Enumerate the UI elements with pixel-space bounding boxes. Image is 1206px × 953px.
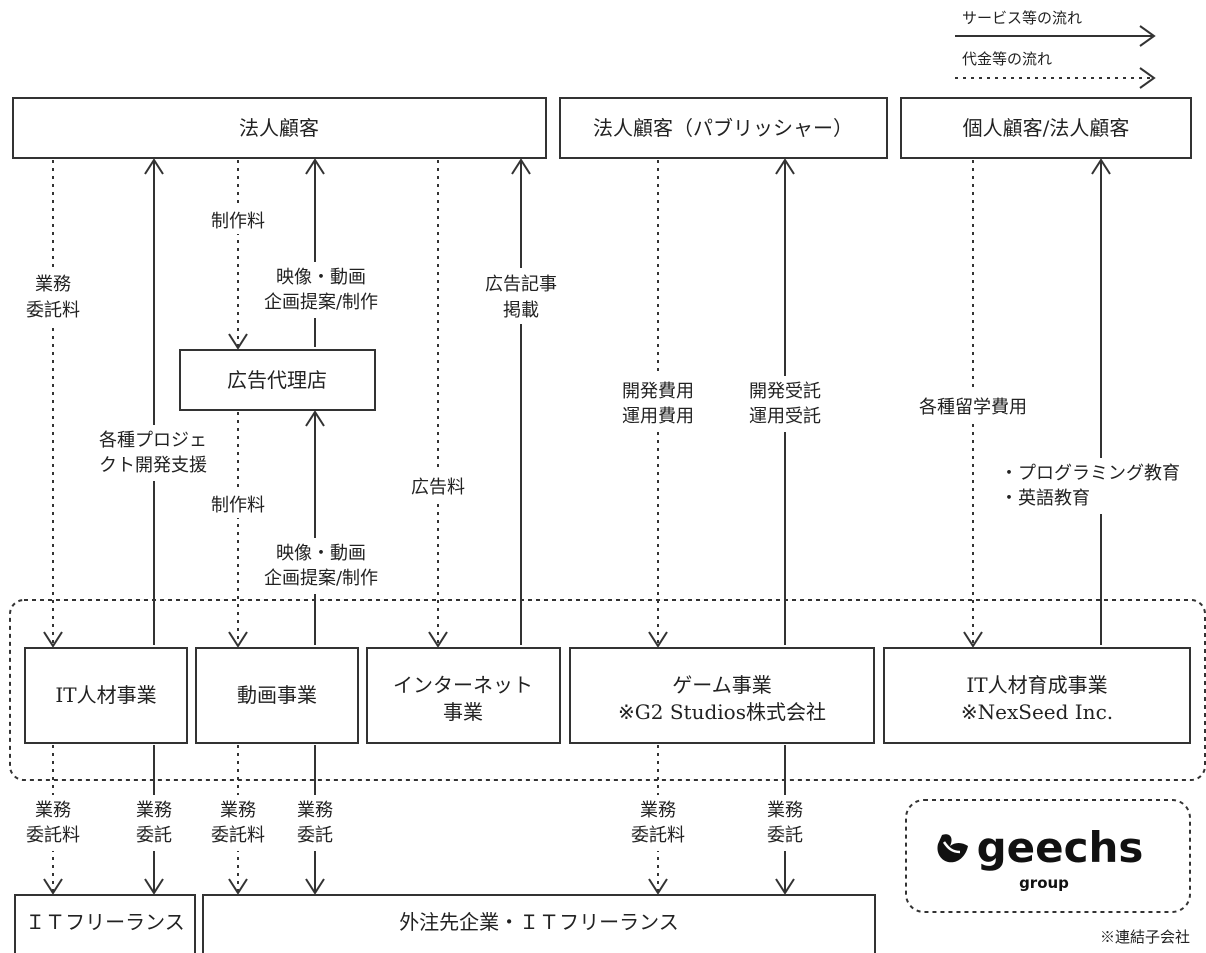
outsource-partners-label: 外注先企業・ＩＴフリーランス — [399, 910, 679, 934]
corporate-clients-box — [12, 97, 547, 159]
game-dev-cost-arrowhead — [648, 631, 668, 648]
video-business-box — [195, 647, 359, 744]
individual-corporate-clients-box — [900, 97, 1192, 159]
internet-business-box — [366, 647, 561, 744]
it-talent-business-label: IT人材事業 — [55, 683, 156, 707]
individual-corporate-clients-label: 個人顧客/法人顧客 — [963, 116, 1130, 140]
agency-production-fee-arrowhead — [228, 333, 248, 350]
video-planning-label-bottom-2: 企画提案/制作 — [264, 568, 378, 589]
dev-contract-label-2: 運用受託 — [749, 406, 821, 427]
dev-contract-label-1: 開発受託 — [749, 381, 821, 402]
game-business-label-2: ※G2 Studios株式会社 — [618, 700, 826, 724]
ad-article-arrowhead — [511, 158, 531, 175]
video-outsourcing-label-1: 業務 — [297, 800, 333, 821]
it-freelance-outsourcing-label-2: 委託 — [136, 825, 172, 846]
it-freelance-fee-label-2: 委託料 — [26, 825, 80, 846]
ad-agency-box — [179, 349, 376, 411]
legend-service-label: サービス等の流れ — [962, 9, 1082, 27]
education-service-arrowhead — [1091, 158, 1111, 175]
game-outsourcing-label-2: 委託 — [767, 825, 803, 846]
it-training-business-box — [883, 647, 1191, 744]
video-outsource-fee-label-2: 委託料 — [211, 825, 265, 846]
video-planning-label-top-2: 企画提案/制作 — [264, 292, 378, 313]
education-label-2: ・英語教育 — [1000, 488, 1090, 509]
outsourcing-fee-label-1: 業務 — [35, 274, 71, 295]
legend-service-arrowhead — [1139, 25, 1156, 47]
game-outsource-fee-arrowhead — [648, 878, 668, 895]
game-outsourcing-arrowhead — [775, 878, 795, 895]
ad-article-label-2: 掲載 — [503, 300, 539, 321]
corporate-clients-label: 法人顧客 — [239, 116, 319, 140]
internet-business-label-1: インターネット — [393, 673, 533, 697]
video-planning-label-bottom-1: 映像・動画 — [276, 543, 366, 564]
publisher-clients-label: 法人顧客（パブリッシャー） — [593, 116, 853, 140]
logo-sub: group — [1019, 874, 1069, 892]
study-abroad-fee-arrowhead — [963, 631, 983, 648]
logo-name: geechs — [977, 823, 1144, 872]
agency-video-service-arrowhead — [305, 158, 325, 175]
video-planning-label-top-1: 映像・動画 — [276, 267, 366, 288]
ad-agency-label: 広告代理店 — [227, 368, 327, 392]
it-freelance-fee-label-1: 業務 — [35, 800, 71, 821]
dev-cost-label-1: 開発費用 — [622, 381, 694, 402]
ad-fee-label: 広告料 — [411, 477, 465, 498]
it-training-business-label-2: ※NexSeed Inc. — [961, 700, 1113, 724]
game-dev-contract-arrowhead — [775, 158, 795, 175]
it-talent-fee-arrowhead — [43, 631, 63, 648]
geechs-logo: geechs group — [937, 823, 1143, 892]
outsource-partners-box — [202, 894, 876, 953]
group-container — [9, 599, 1206, 781]
game-business-label-1: ゲーム事業 — [672, 673, 771, 697]
internet-business-label-2: 事業 — [443, 700, 483, 724]
video-business-label: 動画事業 — [237, 683, 317, 707]
study-abroad-fee-label: 各種留学費用 — [919, 397, 1027, 418]
education-label-1: ・プログラミング教育 — [1000, 463, 1180, 484]
video-outsource-fee-label-1: 業務 — [220, 800, 256, 821]
legend-payment-arrowhead — [1139, 67, 1156, 89]
publisher-clients-box — [559, 97, 888, 159]
it-freelance-box — [14, 894, 196, 953]
video-service-arrowhead — [305, 410, 325, 427]
it-freelance-fee-arrowhead — [43, 878, 63, 895]
game-outsourcing-label-1: 業務 — [767, 800, 803, 821]
video-outsource-fee-arrowhead — [228, 878, 248, 895]
game-outsource-fee-label-2: 委託料 — [631, 825, 685, 846]
outsourcing-fee-label-2: 委託料 — [26, 300, 80, 321]
legend: サービス等の流れ 代金等の流れ — [955, 9, 1156, 89]
project-support-label-2: クト開発支援 — [99, 455, 207, 476]
it-freelance-outsourcing-arrowhead — [144, 878, 164, 895]
game-outsource-fee-label-1: 業務 — [640, 800, 676, 821]
video-outsourcing-label-2: 委託 — [297, 825, 333, 846]
production-fee-label-top: 制作料 — [211, 211, 265, 232]
geechs-leaf-icon — [937, 834, 968, 863]
logo-container — [905, 799, 1191, 913]
production-fee-label-bottom: 制作料 — [211, 495, 265, 516]
it-talent-support-arrowhead — [144, 158, 164, 175]
ad-fee-arrowhead — [428, 631, 448, 648]
it-talent-business-box — [24, 647, 188, 744]
it-freelance-label: ＩＴフリーランス — [25, 910, 185, 934]
legend-payment-label: 代金等の流れ — [962, 50, 1052, 68]
dev-cost-label-2: 運用費用 — [622, 406, 694, 427]
video-production-fee-arrowhead — [228, 631, 248, 648]
video-outsourcing-arrowhead — [305, 878, 325, 895]
it-freelance-outsourcing-label-1: 業務 — [136, 800, 172, 821]
game-business-box — [569, 647, 875, 744]
project-support-label-1: 各種プロジェ — [99, 430, 207, 451]
consolidated-subsidiary-note: ※連結子会社 — [1100, 928, 1190, 946]
it-training-business-label-1: IT人材育成事業 — [966, 673, 1107, 697]
ad-article-label-1: 広告記事 — [485, 274, 557, 295]
